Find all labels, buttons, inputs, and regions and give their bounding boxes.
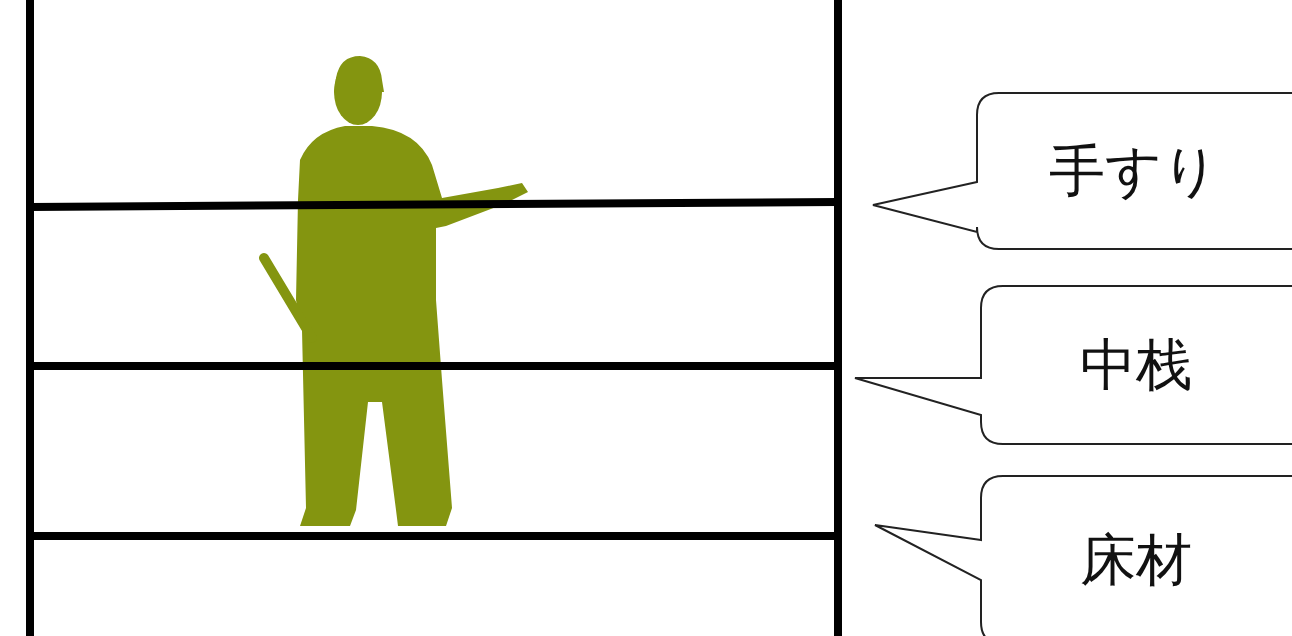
floor-board-bar <box>30 532 838 540</box>
callout-outline <box>840 475 1292 636</box>
mid-rail-bar <box>30 362 838 370</box>
hard-hat <box>334 56 384 92</box>
callout-label: 床材 <box>1080 529 1192 591</box>
scaffold-post <box>26 0 34 636</box>
worker-body <box>296 126 528 526</box>
scaffold-frame <box>30 0 838 636</box>
callout-label: 中栈 <box>1080 334 1192 396</box>
callout-outline <box>840 285 1292 447</box>
callout-shape <box>873 93 1292 249</box>
callout-box: 床材 <box>980 475 1292 636</box>
scaffold-post <box>834 0 842 636</box>
handrail-bar <box>30 202 838 207</box>
worker-baton <box>264 258 312 338</box>
callout-label: 手すり <box>1049 140 1219 202</box>
callout-box: 手すり <box>976 92 1292 250</box>
callout-box: 中栈 <box>980 285 1292 445</box>
callout-shape <box>855 286 1292 444</box>
worker-silhouette <box>264 56 528 526</box>
callout-shape <box>875 476 1292 636</box>
